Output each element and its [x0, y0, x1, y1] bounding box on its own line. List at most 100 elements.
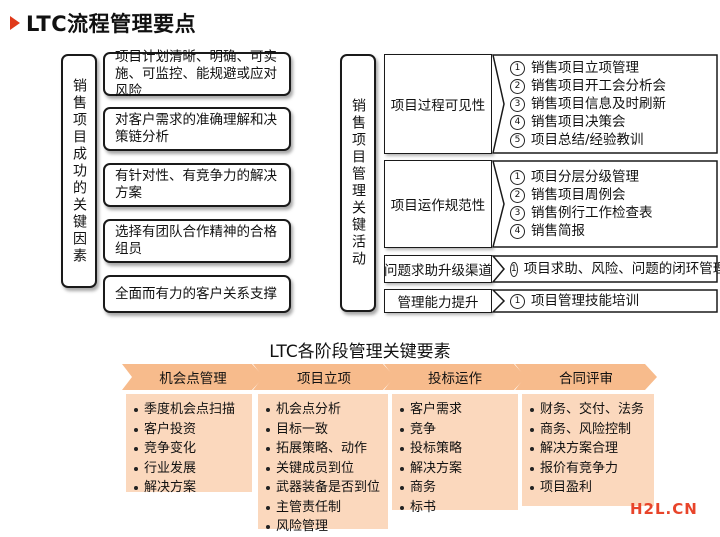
number-badge: 2: [510, 187, 525, 203]
stage-column: 季度机会点扫描 客户投资 竞争变化 行业发展 解决方案: [126, 394, 252, 495]
group-name-box: 项目运作规范性: [384, 160, 492, 248]
stage-chevron: 机会点管理: [122, 364, 264, 390]
key-activities-label-box: 销售项目管理关键活动: [340, 54, 376, 312]
stage-item: 竞争: [400, 420, 510, 440]
number-badge: 5: [510, 132, 525, 148]
group-name-box: 问题求助升级渠道: [384, 255, 492, 283]
number-badge: 1: [510, 293, 525, 309]
activity-list-box: 1 项目求助、风险、问题的闭环管理: [492, 255, 720, 283]
list-item-label: 项目总结/经验教训: [531, 132, 644, 148]
stage-name: 项目立项: [297, 371, 351, 387]
title-arrow-icon: [10, 16, 20, 30]
number-badge: 4: [510, 223, 525, 239]
list-item: 1 销售项目立项管理: [510, 59, 712, 77]
stage-item: 机会点分析: [266, 400, 380, 420]
stage-item: 项目盈利: [530, 478, 646, 498]
number-badge: 4: [510, 114, 525, 130]
group-name: 项目过程可见性: [390, 98, 486, 114]
number-badge: 3: [510, 96, 525, 112]
number-badge: 3: [510, 205, 525, 221]
group-name-box: 管理能力提升: [384, 289, 492, 313]
factor-text: 选择有团队合作精神的合格组员: [115, 224, 277, 257]
list-item: 2 销售项目开工会分析会: [510, 77, 712, 95]
list-item: 1 项目分层分级管理: [510, 168, 712, 186]
chevron-shape: [384, 364, 526, 390]
stage-item: 拓展策略、动作: [266, 439, 380, 459]
list-item: 1 项目求助、风险、问题的闭环管理: [510, 260, 720, 278]
stage-item: 行业发展: [134, 459, 244, 479]
activity-list-box: 1 项目分层分级管理 2 销售项目周例会 3 销售例行工作检查表 4 销售简报: [492, 160, 718, 248]
list-item-label: 销售项目决策会: [531, 114, 626, 130]
chevron-shape: [515, 364, 657, 390]
factor-box: 选择有团队合作精神的合格组员: [103, 219, 291, 263]
activity-list-box: 1 项目管理技能培训: [492, 289, 718, 313]
success-factors-label-box: 销售项目成功的关键因素: [61, 54, 97, 288]
stage-column: 机会点分析 目标一致 拓展策略、动作 关键成员到位 武器装备是否到位 主管责任制…: [258, 394, 388, 534]
list-item: 5 项目总结/经验教训: [510, 131, 712, 149]
activity-list-box: 1 销售项目立项管理 2 销售项目开工会分析会 3 销售项目信息及时刷新 4 销售项目决…: [492, 54, 718, 154]
group-name: 问题求助升级渠道: [384, 263, 492, 279]
stage-item: 武器装备是否到位: [266, 478, 380, 498]
number-badge: 2: [510, 78, 525, 94]
factor-box: 有针对性、有竞争力的解决方案: [103, 163, 291, 207]
watermark-logo: H2L.CN: [630, 500, 698, 518]
stages-title: LTC各阶段管理关键要素: [269, 342, 451, 362]
list-item-label: 项目求助、风险、问题的闭环管理: [523, 261, 720, 277]
stage-item: 目标一致: [266, 420, 380, 440]
stage-item: 商务、风险控制: [530, 420, 646, 440]
stage-column: 财务、交付、法务 商务、风险控制 解决方案合理 报价有竞争力 项目盈利: [522, 394, 654, 506]
stage-item: 解决方案: [134, 478, 244, 498]
list-box-outline: [492, 255, 718, 283]
stage-chevron: 合同评审: [515, 364, 657, 390]
stage-item: 客户投资: [134, 420, 244, 440]
list-item-label: 销售项目信息及时刷新: [531, 96, 666, 112]
list-item-label: 销售例行工作检查表: [531, 205, 653, 221]
list-item-label: 项目管理技能培训: [531, 293, 639, 309]
list-box-outline: [492, 54, 718, 154]
stage-item: 商务: [400, 478, 510, 498]
list-item-label: 销售项目周例会: [531, 187, 626, 203]
factor-box: 全面而有力的客户关系支撑: [103, 275, 291, 313]
key-activities-label: 销售项目管理关键活动: [350, 98, 366, 268]
stage-name: 投标运作: [428, 371, 482, 387]
stage-item: 关键成员到位: [266, 459, 380, 479]
factor-text: 对客户需求的准确理解和决策链分析: [115, 112, 277, 145]
list-item: 2 销售项目周例会: [510, 186, 712, 204]
stage-item: 客户需求: [400, 400, 510, 420]
list-item: 4 销售简报: [510, 222, 712, 240]
list-box-outline: [492, 160, 718, 248]
page-title: LTC流程管理要点: [26, 12, 197, 36]
stage-item: 季度机会点扫描: [134, 400, 244, 420]
chevron-shape: [253, 364, 395, 390]
stage-name: 机会点管理: [159, 371, 227, 387]
group-name: 项目运作规范性: [390, 198, 486, 214]
stage-name: 合同评审: [559, 371, 613, 387]
factor-box: 对客户需求的准确理解和决策链分析: [103, 107, 291, 151]
list-item-label: 销售简报: [531, 223, 585, 239]
list-item: 1 项目管理技能培训: [510, 292, 712, 310]
factor-box: 项目计划清晰、明确、可实施、可监控、能规避或应对风险: [103, 49, 291, 99]
factor-text: 有针对性、有竞争力的解决方案: [115, 168, 277, 201]
list-item-label: 销售项目立项管理: [531, 60, 639, 76]
stage-item: 解决方案: [400, 459, 510, 479]
number-badge: 1: [510, 169, 525, 185]
stage-item: 标书: [400, 498, 510, 518]
stage-item: 解决方案合理: [530, 439, 646, 459]
number-badge: 1: [510, 60, 525, 76]
stage-chevron: 项目立项: [253, 364, 395, 390]
list-item: 3 销售项目信息及时刷新: [510, 95, 712, 113]
stage-item: 投标策略: [400, 439, 510, 459]
stage-item: 主管责任制: [266, 498, 380, 518]
stage-item: 风险管理: [266, 517, 380, 537]
list-box-outline: [492, 289, 718, 313]
group-name: 管理能力提升: [397, 295, 479, 311]
stage-item: 竞争变化: [134, 439, 244, 459]
list-item-label: 项目分层分级管理: [531, 169, 639, 185]
number-badge: 1: [510, 261, 518, 277]
list-item-label: 销售项目开工会分析会: [531, 78, 666, 94]
stage-chevron: 投标运作: [384, 364, 526, 390]
factor-text: 全面而有力的客户关系支撑: [115, 285, 277, 302]
chevron-shape: [122, 364, 264, 390]
group-name-box: 项目过程可见性: [384, 54, 492, 154]
stage-column: 客户需求 竞争 投标策略 解决方案 商务 标书: [392, 394, 518, 515]
